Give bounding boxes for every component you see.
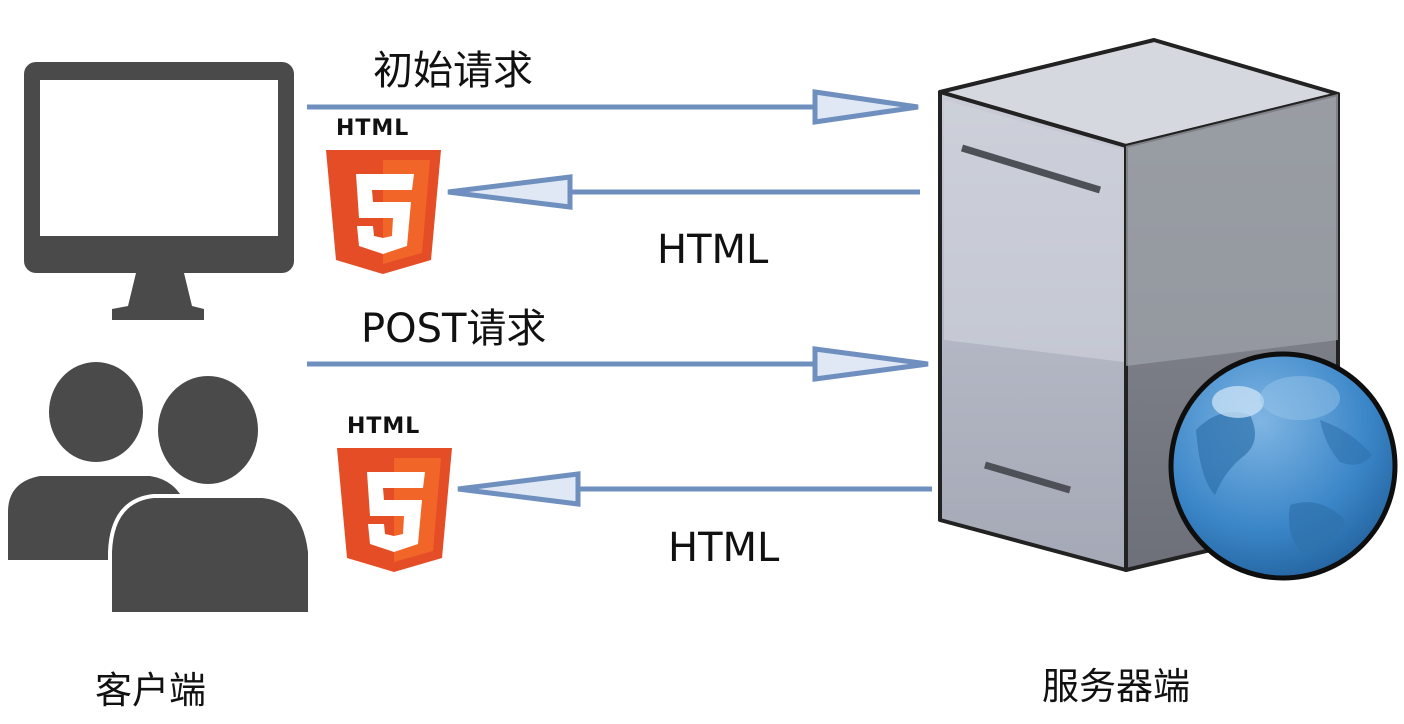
- html5-badge-text: HTML: [336, 116, 410, 141]
- server-label: 服务器端: [1042, 665, 1190, 708]
- html-response-label-2: HTML: [668, 525, 780, 571]
- html5-icon: [326, 150, 441, 274]
- html5-icon: [337, 448, 452, 572]
- users-icon: [8, 362, 312, 616]
- html-response-label-1: HTML: [657, 227, 769, 273]
- globe-icon: [1168, 351, 1398, 581]
- client-label: 客户端: [95, 669, 206, 712]
- initial-request-label: 初始请求: [373, 48, 533, 94]
- arrow-initial-request: [307, 89, 919, 125]
- monitor-icon: [24, 62, 294, 320]
- post-request-label: POST请求: [361, 306, 547, 352]
- arrow-post-request: [307, 346, 929, 382]
- arrow-html-response-2: [457, 471, 932, 507]
- server-icon: [938, 38, 1340, 572]
- arrow-html-response-1: [447, 174, 920, 210]
- html5-badge-text: HTML: [347, 414, 421, 439]
